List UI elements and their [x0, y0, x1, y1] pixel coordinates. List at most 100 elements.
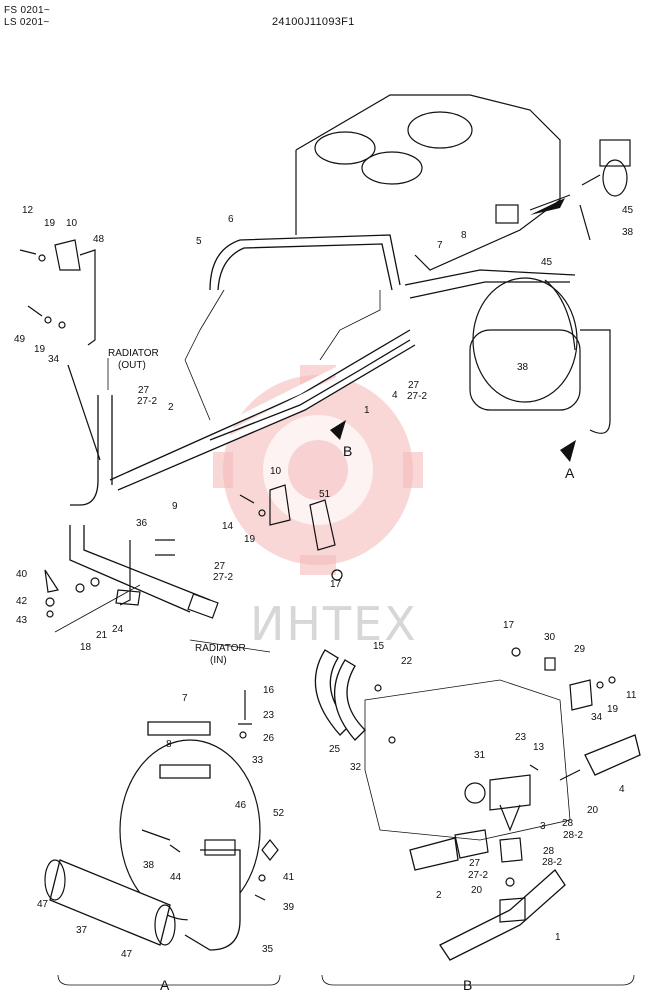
part-number: 4 [619, 784, 625, 795]
model-code-line2: LS 0201~ [4, 17, 50, 28]
part-number: 40 [16, 569, 28, 580]
fan-shroud-right [469, 277, 611, 434]
part-number: 35 [262, 944, 274, 955]
part-number: 7 [182, 693, 188, 704]
part-number: 2 [436, 890, 442, 901]
part-number: 49 [14, 334, 26, 345]
part-number: 43 [16, 615, 28, 626]
part-number: 44 [170, 872, 182, 883]
part-number: 15 [373, 641, 385, 652]
part-number: 27 [469, 858, 481, 869]
part-number: 26 [263, 733, 275, 744]
part-number: 45 [541, 257, 553, 268]
model-code-line1: FS 0201~ [4, 5, 51, 16]
bracket-36 [44, 539, 175, 633]
drawing-number: 24100J11093F1 [272, 16, 355, 28]
view-b-letter: B [343, 443, 352, 459]
hose-8 [409, 281, 570, 299]
radiator-in-label: RADIATOR [195, 643, 246, 654]
pipe-1 [209, 339, 411, 441]
part-number: 27-2 [407, 391, 427, 402]
part-number: 1 [555, 932, 561, 943]
hose-clamp [187, 593, 219, 619]
part-number: 42 [16, 596, 28, 607]
view-a-arrow [560, 440, 576, 462]
part-number: 28-2 [563, 830, 583, 841]
bracket-48 [19, 239, 96, 346]
section-a-detail [44, 690, 279, 951]
part-number: 2 [168, 402, 174, 413]
part-number: 12 [22, 205, 34, 216]
part-number: 8 [461, 230, 467, 241]
section-b-detail [314, 647, 641, 961]
part-number: 5 [196, 236, 202, 247]
part-number: 24 [112, 624, 124, 635]
part-number: 38 [622, 227, 634, 238]
view-b-arrow [330, 420, 346, 440]
section-a-letter: A [160, 977, 170, 993]
radiator-out-sub: (OUT) [118, 360, 146, 371]
part-number: 46 [235, 800, 247, 811]
part-number: 8 [166, 739, 172, 750]
part-number: 52 [273, 808, 285, 819]
part-number: 16 [263, 685, 275, 696]
part-number: 4 [392, 390, 398, 401]
radiator-in-sub: (IN) [210, 655, 227, 666]
part-number: 36 [136, 518, 148, 529]
part-number: 3 [540, 821, 546, 832]
part-number: 41 [283, 872, 295, 883]
part-number: 14 [222, 521, 234, 532]
part-number: 37 [76, 925, 88, 936]
part-number: 10 [270, 466, 282, 477]
part-number: 27-2 [468, 870, 488, 881]
part-number: 1 [364, 405, 370, 416]
part-number: 51 [319, 489, 331, 500]
part-number: 27 [138, 385, 150, 396]
part-number: 33 [252, 755, 264, 766]
part-number: 10 [66, 218, 78, 229]
part-number: 28 [543, 846, 555, 857]
part-number: 30 [544, 632, 556, 643]
radiator-out-pipe [70, 395, 99, 506]
part-number: 19 [607, 704, 619, 715]
part-number: 17 [330, 579, 342, 590]
part-number: 31 [474, 750, 486, 761]
clamp-detail-center [239, 484, 343, 581]
part-number: 39 [283, 902, 295, 913]
part-number: 34 [591, 712, 603, 723]
part-number: 13 [533, 742, 545, 753]
watermark-text: ИНТЕХ [250, 597, 418, 651]
part-number: 25 [329, 744, 341, 755]
view-a-letter: A [565, 465, 575, 481]
part-labels: 12 19 10 48 49 19 34 27 27-2 2 6 5 7 8 4… [14, 205, 637, 960]
part-number: 38 [517, 362, 529, 373]
part-number: 19 [244, 534, 256, 545]
part-number: 11 [626, 690, 637, 701]
part-number: 27 [408, 380, 420, 391]
part-number: 27-2 [213, 572, 233, 583]
part-number: 20 [587, 805, 599, 816]
part-number: 48 [93, 234, 105, 245]
part-number: 47 [121, 949, 133, 960]
part-number: 28-2 [542, 857, 562, 868]
part-number: 6 [228, 214, 234, 225]
part-number: 9 [172, 501, 178, 512]
section-a-bracket [57, 974, 281, 986]
part-number: 34 [48, 354, 60, 365]
part-number: 38 [143, 860, 155, 871]
part-number: 45 [622, 205, 634, 216]
part-number: 21 [96, 630, 108, 641]
hose-7 [404, 269, 576, 286]
part-number: 22 [401, 656, 413, 667]
section-b-bracket [321, 974, 635, 986]
part-number: 27 [214, 561, 226, 572]
part-number: 7 [437, 240, 443, 251]
part-number: 18 [80, 642, 92, 653]
part-number: 20 [471, 885, 483, 896]
part-number: 32 [350, 762, 362, 773]
part-number: 17 [503, 620, 515, 631]
part-number: 47 [37, 899, 49, 910]
part-number: 28 [562, 818, 574, 829]
part-number: 29 [574, 644, 586, 655]
